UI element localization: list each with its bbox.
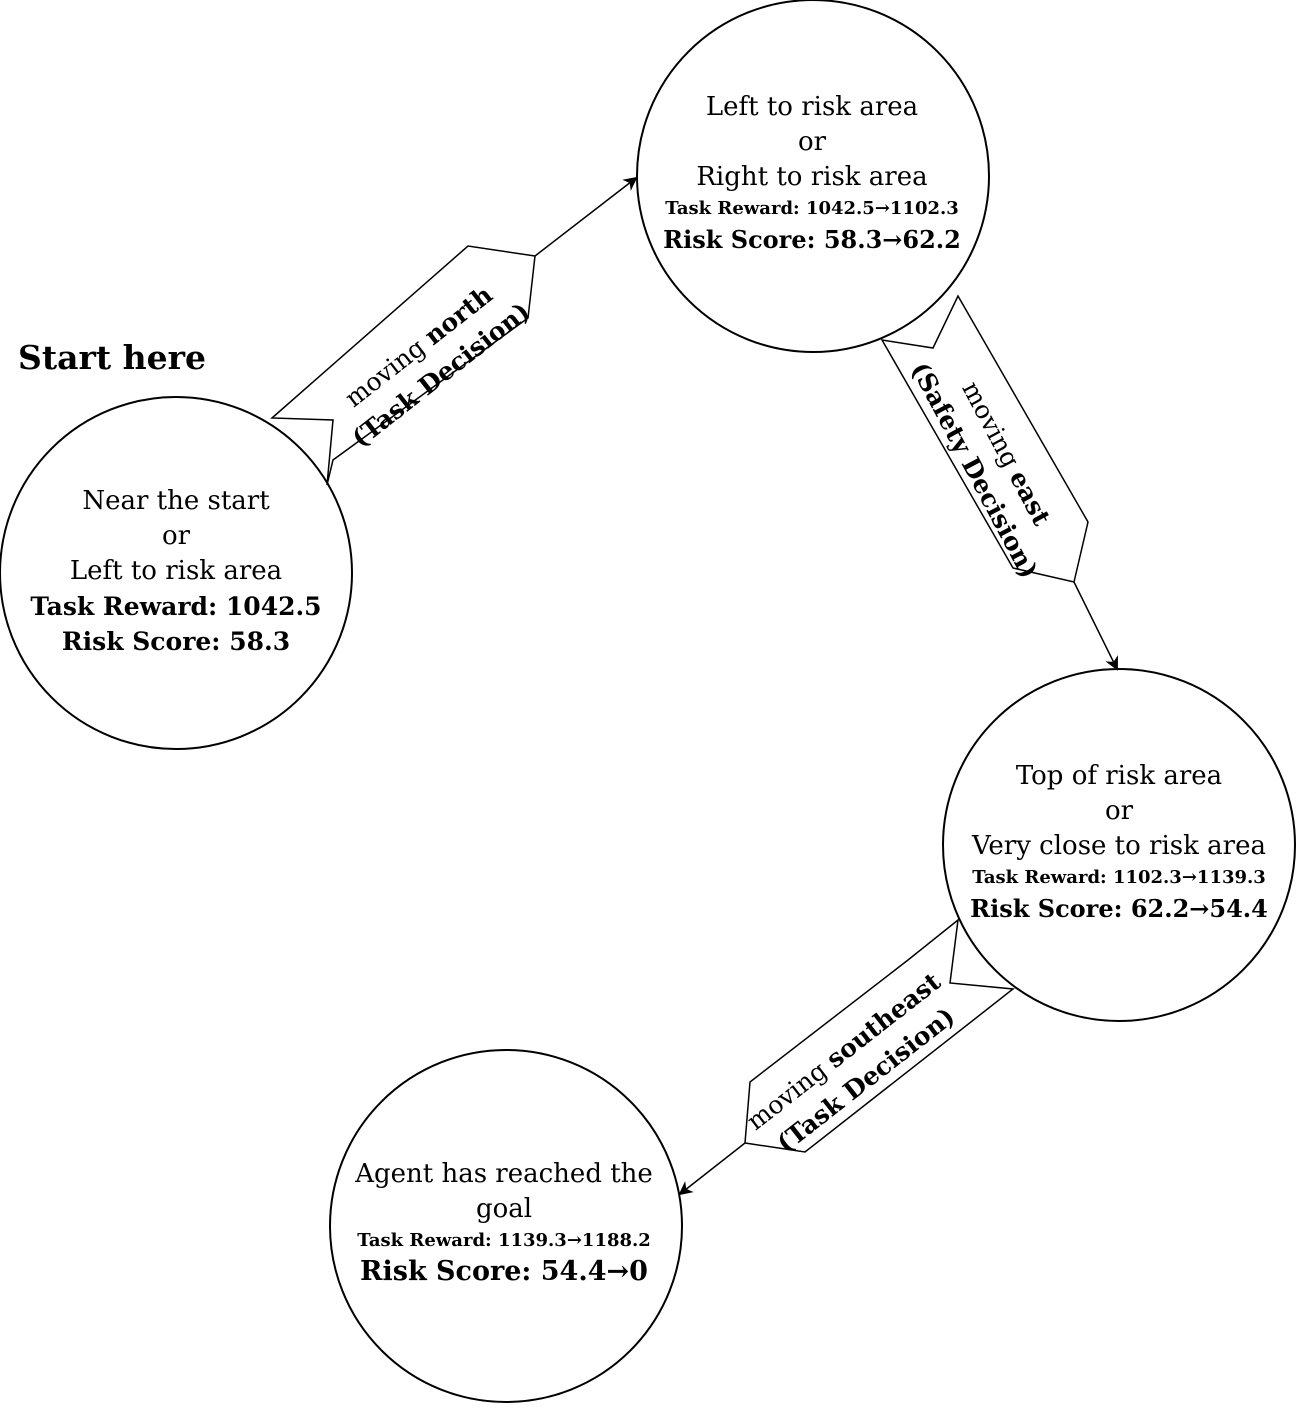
node-start-reward: Task Reward: 1042.5 xyxy=(30,592,322,621)
node-goal-line1: Agent has reached the xyxy=(355,1159,653,1189)
node-start-risk: Risk Score: 58.3 xyxy=(61,627,291,656)
node-east-reward: Task Reward: 1102.3→1139.3 xyxy=(972,867,1266,888)
edge-southeast-arrow xyxy=(678,1142,746,1196)
node-east-circle xyxy=(942,668,1296,1022)
edge-north-arrow xyxy=(534,176,638,257)
edge-southeast-callout xyxy=(744,918,1015,1153)
node-start-line1: Near the start xyxy=(82,486,270,516)
node-east-line3: Very close to risk area xyxy=(972,831,1266,861)
node-goal-reward: Task Reward: 1139.3→1188.2 xyxy=(357,1230,651,1251)
node-north-line2: or xyxy=(797,127,827,157)
node-goal-text: Agent has reached the goal Task Reward: … xyxy=(332,1157,676,1289)
node-east-text: Top of risk area or Very close to risk a… xyxy=(944,759,1294,926)
edge-north-callout xyxy=(270,245,536,486)
node-east-line1: Top of risk area xyxy=(1015,761,1223,791)
edge-east-arrow xyxy=(1073,581,1118,671)
node-start-circle xyxy=(0,396,353,750)
node-goal-line2: goal xyxy=(475,1194,533,1224)
node-north-risk: Risk Score: 58.3→62.2 xyxy=(663,225,961,254)
node-start-text: Near the start or Left to risk area Task… xyxy=(6,484,346,659)
node-start-line2: or xyxy=(161,521,191,551)
start-here-label: Start here xyxy=(18,338,206,377)
node-start-line3: Left to risk area xyxy=(69,556,283,586)
node-north-reward: Task Reward: 1042.5→1102.3 xyxy=(665,198,959,219)
node-north-circle xyxy=(636,0,990,353)
node-east-line2: or xyxy=(1104,796,1134,826)
node-east-risk: Risk Score: 62.2→54.4 xyxy=(970,894,1268,923)
node-goal-circle xyxy=(329,1049,683,1403)
node-north-line1: Left to risk area xyxy=(705,92,919,122)
edge-east-callout xyxy=(880,294,1089,583)
node-north-text: Left to risk area or Right to risk area … xyxy=(640,90,984,257)
node-goal-risk: Risk Score: 54.4→0 xyxy=(360,1256,648,1287)
node-north-line3: Right to risk area xyxy=(696,162,928,192)
